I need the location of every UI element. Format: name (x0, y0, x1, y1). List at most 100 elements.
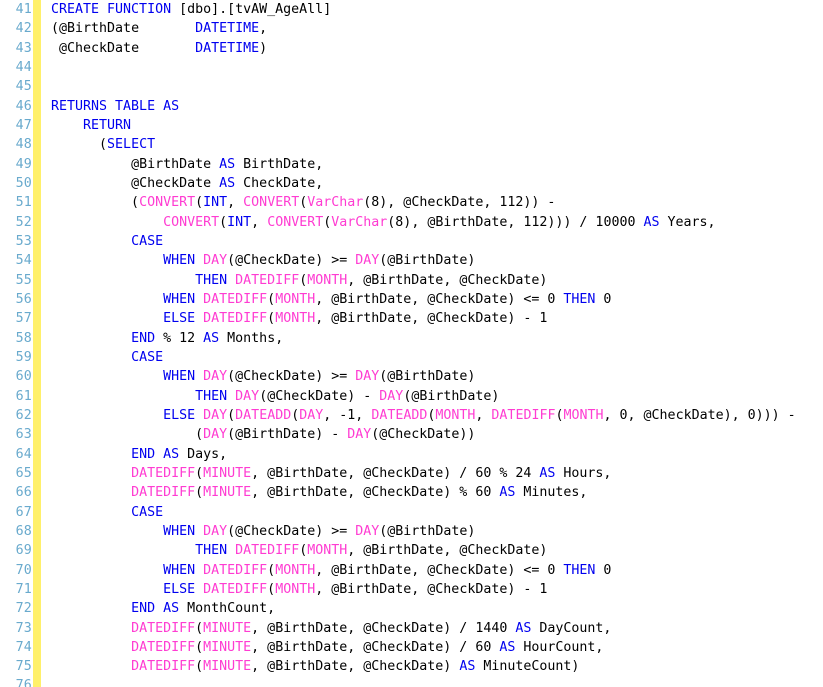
code-line[interactable]: 62 ELSE DAY(DATEADD(DAY, -1, DATEADD(MON… (0, 405, 823, 426)
code-line[interactable]: 66 DATEDIFF(MINUTE, @BirthDate, @CheckDa… (0, 483, 823, 503)
sql-function: DATEADD (371, 407, 428, 423)
code-line-text[interactable]: ELSE DAY(DATEADD(DAY, -1, DATEADD(MONTH,… (41, 406, 823, 425)
code-line[interactable]: 54 WHEN DAY(@CheckDate) >= DAY(@BirthDat… (0, 251, 823, 271)
sql-plain: ( (195, 465, 204, 481)
code-line[interactable]: 48 (SELECT (0, 135, 823, 155)
code-line-text[interactable]: END AS MonthCount, (41, 599, 823, 618)
code-line[interactable]: 52 CONVERT(INT, CONVERT(VarChar(8), @Bir… (0, 212, 823, 232)
sql-plain: ) (259, 40, 268, 56)
code-line-text[interactable]: DATEDIFF(MINUTE, @BirthDate, @CheckDate)… (41, 464, 823, 483)
sql-plain: ( (267, 291, 276, 307)
code-line-text[interactable]: THEN DATEDIFF(MONTH, @BirthDate, @CheckD… (41, 271, 823, 290)
sql-keyword: CASE (131, 233, 164, 249)
code-line[interactable]: 59 CASE (0, 347, 823, 368)
code-line[interactable]: 75 DATEDIFF(MINUTE, @BirthDate, @CheckDa… (0, 657, 823, 677)
sql-keyword: AS (643, 214, 660, 230)
code-line[interactable]: 44 (0, 57, 823, 78)
code-line[interactable]: 45 (0, 77, 823, 97)
code-line-text[interactable]: CASE (41, 348, 823, 367)
sql-plain: , @BirthDate, @CheckDate) / 60 (251, 639, 500, 655)
sql-plain (51, 447, 131, 462)
code-line-text[interactable]: WHEN DAY(@CheckDate) >= DAY(@BirthDate) (41, 251, 823, 270)
code-line[interactable]: 64 END AS Days, (0, 444, 823, 464)
change-bar-indicator (33, 328, 41, 348)
code-line-text[interactable]: CREATE FUNCTION [dbo].[tvAW_AgeAll] (41, 0, 823, 19)
code-line-text[interactable]: CONVERT(INT, CONVERT(VarChar(8), @BirthD… (41, 213, 823, 232)
code-line[interactable]: 47 RETURN (0, 115, 823, 136)
code-line[interactable]: 49 @BirthDate AS BirthDate, (0, 154, 823, 174)
code-line-text[interactable]: (CONVERT(INT, CONVERT(VarChar(8), @Check… (41, 193, 823, 212)
code-line[interactable]: 43 @CheckDate DATETIME) (0, 38, 823, 58)
sql-function: DATEDIFF (203, 291, 268, 307)
sql-plain: , @BirthDate, @CheckDate) (251, 659, 460, 675)
code-line[interactable]: 50 @CheckDate AS CheckDate, (0, 173, 823, 194)
code-line[interactable]: 72 END AS MonthCount, (0, 599, 823, 619)
code-line-text[interactable]: DATEDIFF(MINUTE, @BirthDate, @CheckDate)… (41, 619, 823, 638)
sql-function: DATEDIFF (203, 311, 268, 327)
sql-function: DATEDIFF (131, 659, 196, 675)
code-line[interactable]: 51 (CONVERT(INT, CONVERT(VarChar(8), @Ch… (0, 193, 823, 213)
code-line-text[interactable]: WHEN DAY(@CheckDate) >= DAY(@BirthDate) (41, 367, 823, 386)
code-line-text[interactable]: RETURN (41, 116, 823, 135)
sql-keyword: DATETIME (195, 21, 260, 37)
code-line-text[interactable]: (DAY(@BirthDate) - DAY(@CheckDate)) (41, 425, 823, 444)
code-line[interactable]: 42(@BirthDate DATETIME, (0, 19, 823, 39)
sql-keyword: AS (515, 620, 532, 636)
line-number: 59 (15, 349, 32, 365)
line-number: 63 (15, 427, 32, 443)
code-line-text[interactable]: CASE (41, 232, 823, 251)
code-line-text[interactable]: WHEN DAY(@CheckDate) >= DAY(@BirthDate) (41, 522, 823, 541)
code-line-text[interactable]: ELSE DATEDIFF(MONTH, @BirthDate, @CheckD… (41, 580, 823, 599)
code-line-text[interactable]: END % 12 AS Months, (41, 329, 823, 348)
code-line-text[interactable]: ELSE DATEDIFF(MONTH, @BirthDate, @CheckD… (41, 309, 823, 328)
code-line[interactable]: 69 THEN DATEDIFF(MONTH, @BirthDate, @Che… (0, 541, 823, 561)
code-line-text[interactable]: @CheckDate AS CheckDate, (41, 174, 823, 193)
change-bar-indicator (33, 38, 41, 58)
code-line[interactable]: 55 THEN DATEDIFF(MONTH, @BirthDate, @Che… (0, 270, 823, 290)
code-line-text[interactable]: END AS Days, (41, 445, 823, 464)
code-line[interactable]: 58 END % 12 AS Months, (0, 328, 823, 348)
code-line[interactable]: 73 DATEDIFF(MINUTE, @BirthDate, @CheckDa… (0, 618, 823, 638)
code-line-text[interactable]: RETURNS TABLE AS (41, 97, 823, 116)
code-line[interactable]: 63 (DAY(@BirthDate) - DAY(@CheckDate)) (0, 425, 823, 445)
code-line-text[interactable]: THEN DAY(@CheckDate) - DAY(@BirthDate) (41, 387, 823, 406)
code-line-text[interactable]: WHEN DATEDIFF(MONTH, @BirthDate, @CheckD… (41, 290, 823, 309)
code-line[interactable]: 53 CASE (0, 231, 823, 252)
code-line[interactable]: 68 WHEN DAY(@CheckDate) >= DAY(@BirthDat… (0, 521, 823, 542)
code-line-text[interactable]: @CheckDate DATETIME) (41, 39, 823, 58)
code-line[interactable]: 56 WHEN DATEDIFF(MONTH, @BirthDate, @Che… (0, 289, 823, 310)
sql-function: MINUTE (203, 485, 252, 501)
code-line-text[interactable]: @BirthDate AS BirthDate, (41, 155, 823, 174)
code-line[interactable]: 67 CASE (0, 502, 823, 522)
code-line[interactable]: 61 THEN DAY(@CheckDate) - DAY(@BirthDate… (0, 386, 823, 406)
sql-keyword: WHEN (163, 253, 196, 269)
sql-plain (51, 118, 83, 133)
code-line-text[interactable]: WHEN DATEDIFF(MONTH, @BirthDate, @CheckD… (41, 561, 823, 580)
sql-function: MONTH (275, 311, 316, 327)
code-line-text[interactable]: DATEDIFF(MINUTE, @BirthDate, @CheckDate)… (41, 657, 823, 676)
code-line[interactable]: 60 WHEN DAY(@CheckDate) >= DAY(@BirthDat… (0, 367, 823, 387)
code-line[interactable]: 76 (0, 676, 823, 687)
code-line[interactable]: 57 ELSE DATEDIFF(MONTH, @BirthDate, @Che… (0, 309, 823, 329)
code-line[interactable]: 71 ELSE DATEDIFF(MONTH, @BirthDate, @Che… (0, 579, 823, 600)
code-line-text[interactable]: (@BirthDate DATETIME, (41, 19, 823, 38)
code-line[interactable]: 65 DATEDIFF(MINUTE, @BirthDate, @CheckDa… (0, 463, 823, 484)
sql-keyword: AS (219, 175, 236, 191)
sql-keyword: AS (499, 485, 516, 501)
sql-plain (51, 659, 131, 674)
line-number: 68 (15, 523, 32, 539)
code-line-text[interactable]: (SELECT (41, 135, 823, 154)
change-bar-indicator (33, 676, 41, 687)
sql-keyword: RETURN (83, 117, 132, 133)
code-line-text[interactable]: CASE (41, 503, 823, 522)
code-line-text[interactable]: DATEDIFF(MINUTE, @BirthDate, @CheckDate)… (41, 483, 823, 502)
code-line[interactable]: 70 WHEN DATEDIFF(MONTH, @BirthDate, @Che… (0, 560, 823, 580)
sql-function: DATEDIFF (203, 562, 268, 578)
sql-function: MINUTE (203, 639, 252, 655)
code-line[interactable]: 74 DATEDIFF(MINUTE, @BirthDate, @CheckDa… (0, 637, 823, 658)
code-line-text[interactable]: DATEDIFF(MINUTE, @BirthDate, @CheckDate)… (41, 638, 823, 657)
code-line-text[interactable]: THEN DATEDIFF(MONTH, @BirthDate, @CheckD… (41, 541, 823, 560)
